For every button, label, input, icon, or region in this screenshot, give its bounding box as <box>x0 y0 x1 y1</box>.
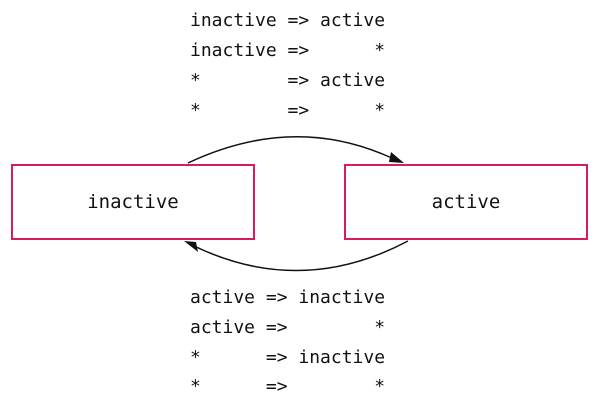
top-transition-line: inactive => * <box>190 40 386 61</box>
state-inactive: inactive <box>11 164 255 240</box>
bottom-transition-line: active => inactive <box>190 287 386 308</box>
arrow-active-to-inactive <box>191 240 409 272</box>
top-transition-line: * => * <box>190 100 386 121</box>
arrow-inactive-to-active <box>187 136 397 164</box>
bottom-transition-line: active => * <box>190 317 386 338</box>
top-transition-line: * => active <box>190 70 386 91</box>
top-transition-line: inactive => active <box>190 10 386 31</box>
arrowhead-to-inactive <box>184 241 198 252</box>
state-active: active <box>344 164 588 240</box>
arrowhead-to-active <box>389 152 404 163</box>
bottom-transition-line: * => * <box>190 376 386 397</box>
state-inactive-label: inactive <box>87 191 179 213</box>
bottom-transition-line: * => inactive <box>190 347 386 368</box>
state-active-label: active <box>431 191 501 213</box>
